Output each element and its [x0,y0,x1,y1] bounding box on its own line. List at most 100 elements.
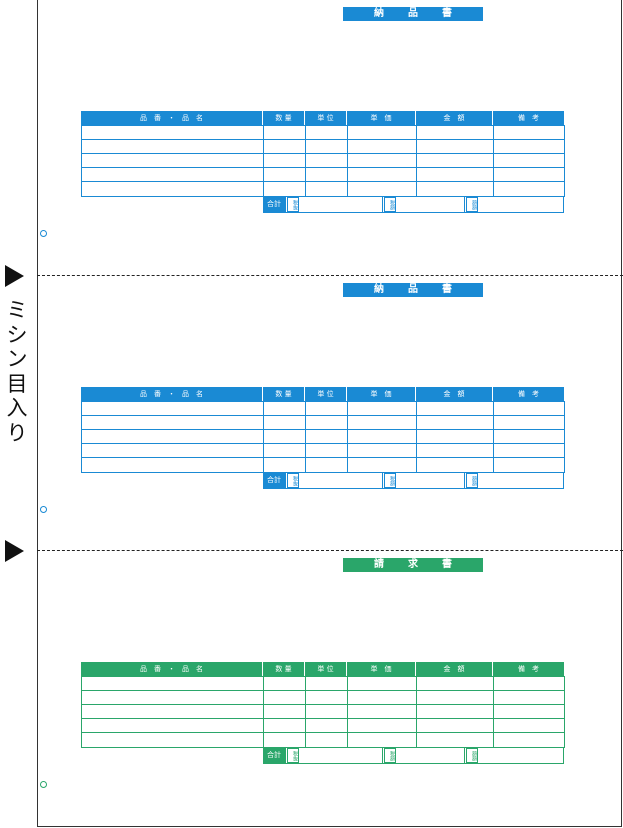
table-cell[interactable] [493,181,565,197]
table-cell[interactable] [305,457,348,473]
table-cell[interactable] [493,718,565,733]
table-cell[interactable] [81,181,264,197]
table-cell[interactable] [263,415,306,430]
table-cell[interactable] [263,718,306,733]
table-cell[interactable] [305,732,348,748]
table-cell[interactable] [493,690,565,705]
table-cell[interactable] [305,401,348,416]
table-cell[interactable] [81,153,264,168]
table-cell[interactable] [347,153,417,168]
table-cell[interactable] [347,401,417,416]
table-cell[interactable] [81,415,264,430]
table-cell[interactable] [347,732,417,748]
table-cell[interactable] [493,676,565,691]
total-field-tax-amount[interactable] [464,747,564,764]
table-cell[interactable] [493,139,565,154]
table-cell[interactable] [81,457,264,473]
table-cell[interactable] [81,167,264,182]
table-cell[interactable] [347,704,417,719]
table-cell[interactable] [305,139,348,154]
table-cell[interactable] [263,401,306,416]
table-cell[interactable] [416,690,494,705]
table-cell[interactable] [347,139,417,154]
table-cell[interactable] [305,153,348,168]
table-cell[interactable] [81,139,264,154]
table-cell[interactable] [416,704,494,719]
table-cell[interactable] [263,153,306,168]
table-cell[interactable] [493,732,565,748]
table-cell[interactable] [347,167,417,182]
table-cell[interactable] [416,732,494,748]
table-cell[interactable] [305,429,348,444]
table-cell[interactable] [81,401,264,416]
table-cell[interactable] [81,690,264,705]
table-cell[interactable] [347,429,417,444]
table-cell[interactable] [416,457,494,473]
column-header: 単 価 [347,111,415,125]
table-cell[interactable] [347,718,417,733]
table-cell[interactable] [81,718,264,733]
form-section-1: 納品書品 番 ・ 品 名数 量単 位単 価金 額備 考合計税抜税額額額 [0,0,623,275]
table-cell[interactable] [263,139,306,154]
table-cell[interactable] [493,153,565,168]
table-cell[interactable] [81,125,264,140]
table-cell[interactable] [347,125,417,140]
table-cell[interactable] [493,429,565,444]
table-cell[interactable] [305,167,348,182]
table-cell[interactable] [493,401,565,416]
table-cell[interactable] [81,732,264,748]
table-cell[interactable] [416,139,494,154]
table-cell[interactable] [493,167,565,182]
table-cell[interactable] [416,181,494,197]
table-cell[interactable] [263,457,306,473]
table-cell[interactable] [347,457,417,473]
table-cell[interactable] [81,676,264,691]
table-cell[interactable] [493,125,565,140]
table-cell[interactable] [305,181,348,197]
table-cell[interactable] [416,167,494,182]
items-table: 品 番 ・ 品 名数 量単 位単 価金 額備 考 [81,662,565,748]
table-cell[interactable] [416,401,494,416]
table-cell[interactable] [305,443,348,458]
table-cell[interactable] [416,153,494,168]
table-cell[interactable] [347,676,417,691]
table-cell[interactable] [493,415,565,430]
total-field-tax-amount[interactable] [464,472,564,489]
table-cell[interactable] [416,415,494,430]
table-cell[interactable] [81,429,264,444]
table-cell[interactable] [263,125,306,140]
table-cell[interactable] [263,181,306,197]
table-cell[interactable] [347,181,417,197]
table-cell[interactable] [493,704,565,719]
table-cell[interactable] [305,415,348,430]
table-cell[interactable] [305,704,348,719]
table-cell[interactable] [416,429,494,444]
table-cell[interactable] [263,443,306,458]
perforation-arrow-2-icon [5,540,24,562]
total-field-tax-excl[interactable] [285,472,383,489]
table-cell[interactable] [416,718,494,733]
table-cell[interactable] [305,690,348,705]
table-cell[interactable] [81,704,264,719]
table-cell[interactable] [305,718,348,733]
table-cell[interactable] [347,443,417,458]
total-field-tax-amount[interactable] [464,196,564,213]
table-cell[interactable] [305,125,348,140]
total-field-tax-excl[interactable] [285,747,383,764]
table-cell[interactable] [263,167,306,182]
table-cell[interactable] [416,443,494,458]
table-cell[interactable] [263,704,306,719]
table-cell[interactable] [263,676,306,691]
table-cell[interactable] [493,457,565,473]
table-cell[interactable] [347,690,417,705]
table-cell[interactable] [81,443,264,458]
table-cell[interactable] [263,429,306,444]
table-cell[interactable] [305,676,348,691]
table-cell[interactable] [416,125,494,140]
table-cell[interactable] [263,690,306,705]
table-cell[interactable] [263,732,306,748]
table-cell[interactable] [493,443,565,458]
table-cell[interactable] [416,676,494,691]
total-field-tax-excl[interactable] [285,196,383,213]
table-cell[interactable] [347,415,417,430]
